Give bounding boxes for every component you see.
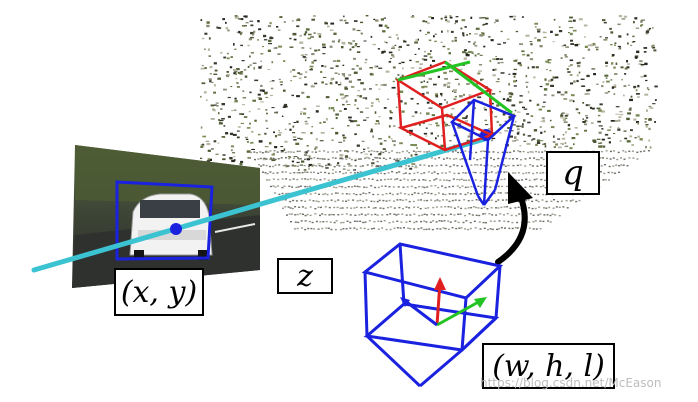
lidar-point-cloud — [200, 15, 658, 231]
projection-ray — [31, 135, 491, 273]
blue-3d-box-large — [361, 242, 504, 388]
car-photo — [72, 145, 260, 288]
green-box-edges — [397, 60, 513, 115]
label-q: q — [546, 151, 600, 195]
curved-arrow-icon — [495, 172, 533, 265]
orientation-axes — [400, 277, 487, 327]
2d-bounding-box — [115, 180, 214, 261]
watermark-text: https://blog.csdn.net/McEason — [480, 376, 662, 390]
label-whl: (w, h, l) — [482, 343, 615, 389]
image-center-point — [170, 223, 182, 235]
label-xy: (x, y) — [114, 268, 204, 316]
blue-3d-box-cloud — [449, 98, 517, 206]
label-z: z — [277, 258, 333, 294]
